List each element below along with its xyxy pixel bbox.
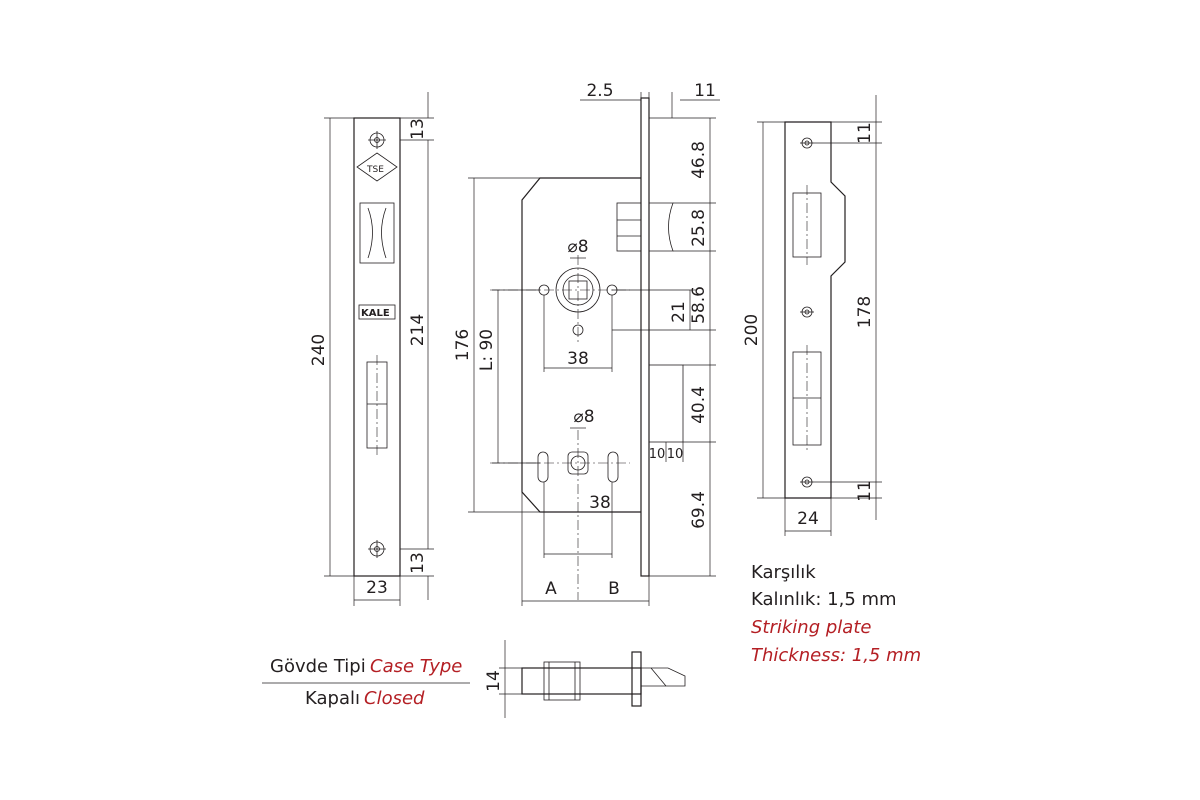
strike-caption-en-2: Thickness: 1,5 mm xyxy=(751,645,921,666)
case-body xyxy=(521,177,641,513)
lock-body: ⌀8 38 ⌀8 38 L: 90 176 2.5 11 xyxy=(453,81,720,606)
front-plate-outline xyxy=(353,117,401,577)
dim-10-b: 10 xyxy=(667,447,684,462)
dim-38-bottom: 38 xyxy=(589,493,611,513)
dim-69-4: 69.4 xyxy=(689,491,709,529)
case-type-label-tr: Gövde Tipi xyxy=(270,656,366,677)
dim-240: 240 xyxy=(309,334,329,366)
strike-caption-tr-2: Kalınlık: 1,5 mm xyxy=(751,589,897,610)
case-type-value-en: Closed xyxy=(364,688,425,709)
dim-200: 200 xyxy=(742,314,762,346)
follower-top xyxy=(490,255,630,345)
dead-bolt xyxy=(648,364,684,443)
dim-11-bottom: 11 xyxy=(855,480,875,502)
dim-214: 214 xyxy=(408,314,428,346)
top-view-case xyxy=(521,667,642,695)
top-view: 14 xyxy=(484,640,686,718)
dim-40-4: 40.4 xyxy=(689,386,709,424)
case-type-value-tr: Kapalı xyxy=(305,688,360,709)
dim-11-top: 11 xyxy=(855,122,875,144)
dim-dia-8-bottom: ⌀8 xyxy=(573,407,594,427)
svg-text:KALE: KALE xyxy=(361,308,390,319)
dim-13-top: 13 xyxy=(408,118,428,140)
label-a: A xyxy=(545,579,557,599)
strike-plate: 200 178 11 11 24 Karşılık Kalınlık: 1,5 … xyxy=(742,95,921,666)
dim-23: 23 xyxy=(366,578,388,598)
latch-opening xyxy=(359,202,395,264)
dim-14: 14 xyxy=(484,670,504,692)
latch-bolt xyxy=(616,202,674,252)
dim-176: 176 xyxy=(453,329,473,361)
dim-dia-8-top: ⌀8 xyxy=(567,237,588,257)
dim-178: 178 xyxy=(855,296,875,328)
dim-21: 21 xyxy=(669,301,689,323)
dim-2-5: 2.5 xyxy=(586,81,613,101)
dim-10-a: 10 xyxy=(649,447,666,462)
cylinder-hole xyxy=(490,430,630,600)
dim-13-bottom: 13 xyxy=(408,552,428,574)
top-view-forend xyxy=(631,651,642,707)
strike-caption-tr-1: Karşılık xyxy=(751,562,816,583)
front-plate: TSE KALE 240 xyxy=(309,92,434,606)
strike-caption-en-1: Striking plate xyxy=(751,617,871,638)
dim-25-8: 25.8 xyxy=(689,209,709,247)
dim-11: 11 xyxy=(694,81,716,101)
top-view-bolt xyxy=(641,667,686,687)
case-type-label-en: Case Type xyxy=(370,656,462,677)
case-type-legend: Gövde Tipi Case Type Kapalı Closed xyxy=(262,656,470,709)
dim-24: 24 xyxy=(797,509,819,529)
dim-38-top: 38 xyxy=(567,349,589,369)
strike-plate-outline xyxy=(784,121,846,499)
tse-logo: TSE xyxy=(356,152,398,182)
dim-l90: L: 90 xyxy=(477,329,497,371)
label-b: B xyxy=(608,579,620,599)
dim-58-6: 58.6 xyxy=(689,286,709,324)
svg-text:TSE: TSE xyxy=(366,165,384,175)
kale-logo: KALE xyxy=(358,304,396,320)
dim-46-8: 46.8 xyxy=(689,141,709,179)
bolt-opening xyxy=(366,355,388,455)
forend xyxy=(640,97,650,577)
